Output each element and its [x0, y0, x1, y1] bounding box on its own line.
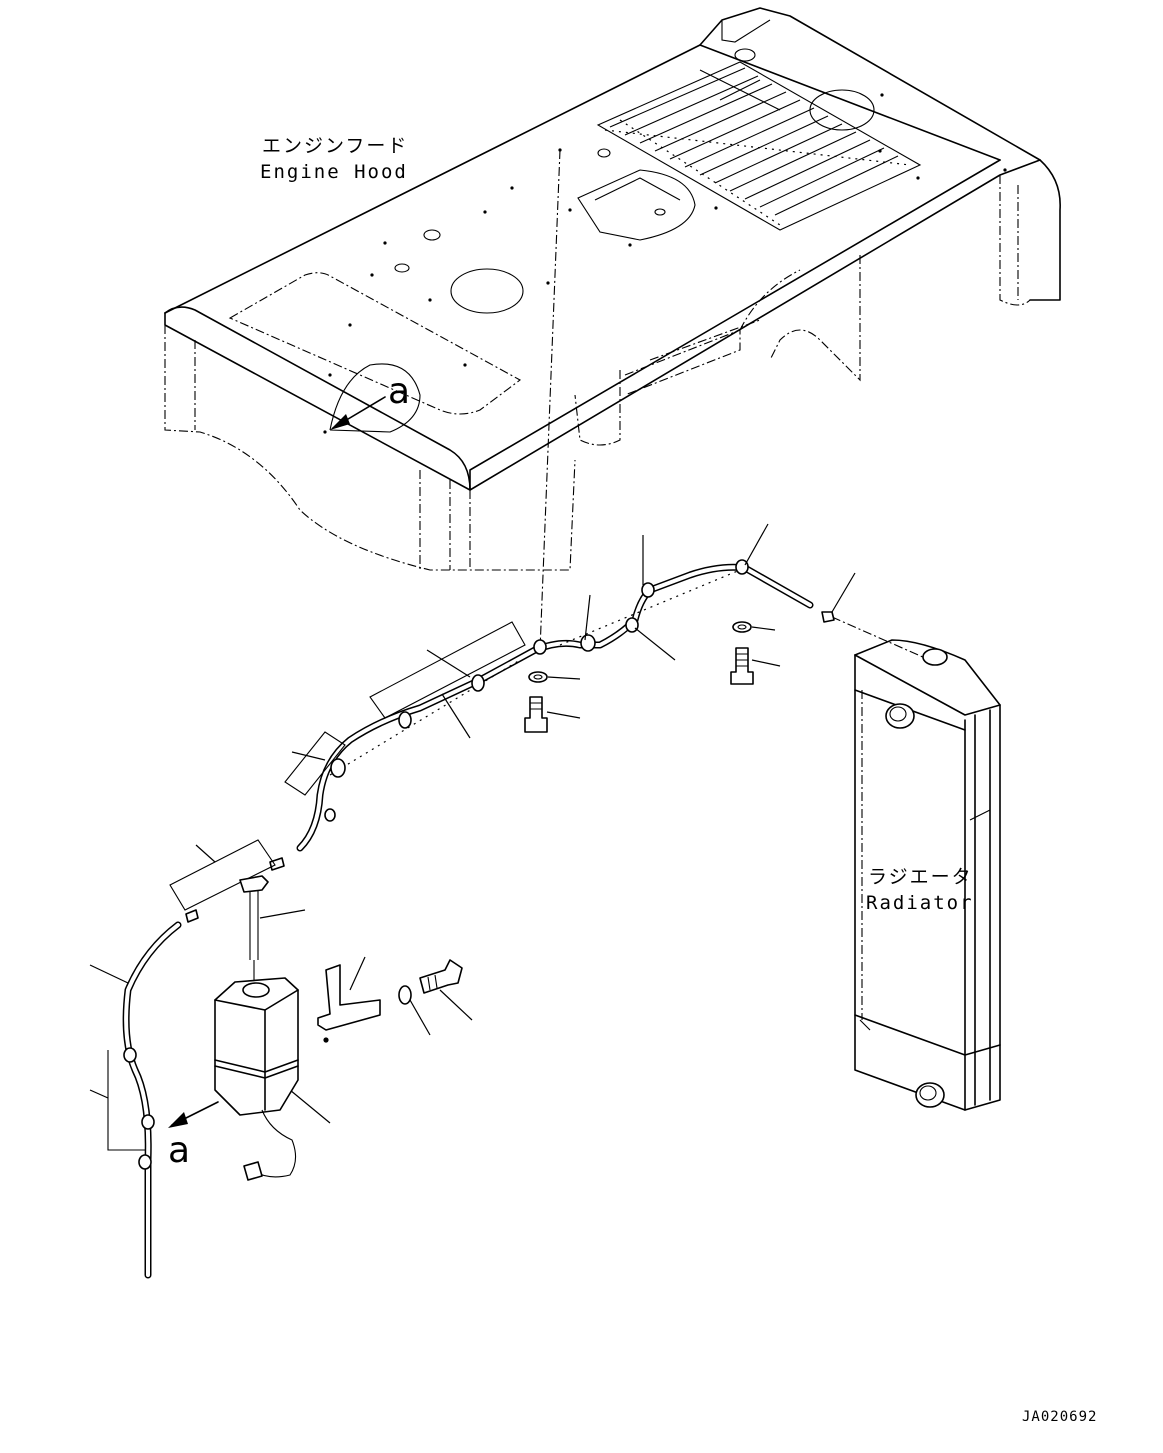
fasteners	[185, 611, 835, 923]
view-ref-top: a	[388, 371, 410, 412]
radiator: ラジエータ Radiator	[854, 639, 1001, 1111]
view-arrow-top: a	[329, 363, 421, 433]
radiator-label-jp: ラジエータ	[868, 866, 973, 888]
leader-lines	[89, 523, 856, 1124]
drain-hose	[122, 921, 182, 1279]
engine-hood	[164, 7, 1061, 571]
group-frames	[107, 621, 526, 1151]
view-ref-bottom: a	[168, 1130, 190, 1171]
radiator-label-en: Radiator	[866, 892, 974, 914]
tank-pipe	[239, 875, 269, 980]
hood-grille	[596, 61, 922, 231]
view-arrow-bottom: a	[168, 1101, 219, 1171]
reserve-tank	[214, 977, 299, 1181]
engine-hood-label-en: Engine Hood	[260, 161, 408, 183]
bracket	[317, 964, 381, 1043]
drawing-code: JA020692	[1022, 1409, 1097, 1425]
overflow-hose	[296, 559, 814, 852]
engine-hood-label-jp: エンジンフード	[262, 135, 408, 157]
